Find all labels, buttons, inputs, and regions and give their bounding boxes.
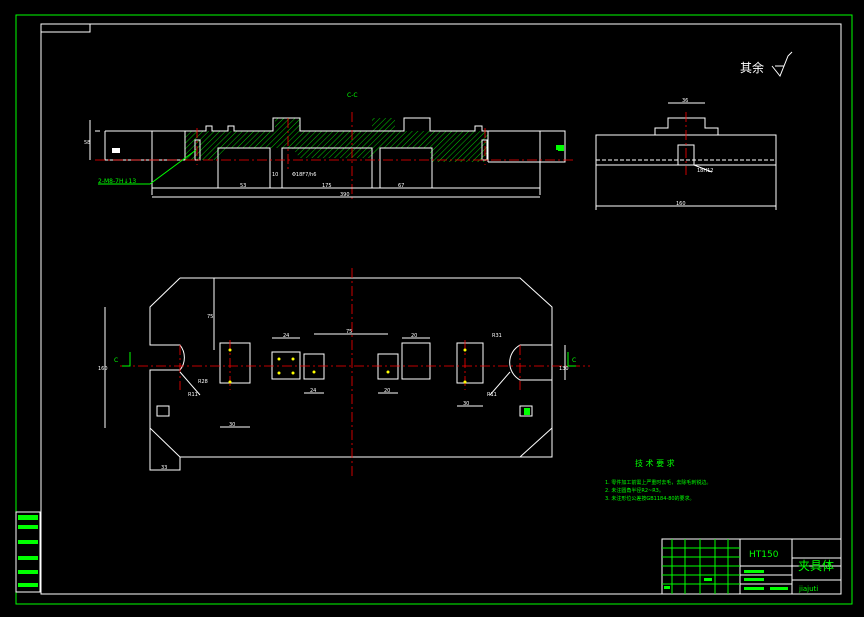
svg-text:24: 24 xyxy=(310,388,316,394)
svg-text:160: 160 xyxy=(676,201,686,207)
svg-text:30: 30 xyxy=(229,422,235,428)
outer-border xyxy=(15,14,853,605)
title-block xyxy=(661,538,842,595)
svg-text:33: 33 xyxy=(161,465,167,471)
svg-text:Φ18F7/h6: Φ18F7/h6 xyxy=(292,172,316,178)
tech-req-item-1: 1. 零件加工前需上严重时去毛，去除毛刺锐边。 xyxy=(605,479,711,486)
svg-text:R31: R31 xyxy=(492,333,502,339)
hole-callout-leader xyxy=(98,149,197,185)
svg-text:R28: R28 xyxy=(198,379,208,385)
svg-text:C: C xyxy=(114,357,118,364)
left-margin-strip xyxy=(15,511,41,593)
svg-text:75: 75 xyxy=(207,314,213,320)
svg-text:18H12: 18H12 xyxy=(697,168,713,174)
front-dimensions: 390 53 175 67 10 Φ18F7/h6 58 xyxy=(84,120,540,198)
svg-text:58: 58 xyxy=(84,140,90,146)
svg-text:53: 53 xyxy=(240,183,246,189)
roughness-note: 其余 xyxy=(740,60,764,75)
section-marker-right: C xyxy=(567,352,576,367)
part-name: 夹具体 xyxy=(798,559,834,573)
tech-req-item-3: 3. 未注形位公差按GB1184-80的要求。 xyxy=(605,495,695,502)
svg-text:130: 130 xyxy=(559,366,569,372)
plan-dimensions: 160 130 75 24 75 20 24 20 30 30 33 R28 R… xyxy=(98,278,569,471)
svg-text:75: 75 xyxy=(346,329,352,335)
svg-text:36: 36 xyxy=(682,98,688,104)
svg-text:R11: R11 xyxy=(487,392,497,398)
section-marker-left: C xyxy=(114,352,131,367)
svg-text:10: 10 xyxy=(272,172,278,178)
svg-text:30: 30 xyxy=(463,401,469,407)
svg-text:R11: R11 xyxy=(188,392,198,398)
side-view: 160 36 18H12 xyxy=(558,98,777,210)
svg-text:20: 20 xyxy=(384,388,390,394)
svg-text:67: 67 xyxy=(398,183,404,189)
material-label: HT150 xyxy=(749,550,779,560)
svg-text:20: 20 xyxy=(411,333,417,339)
roughness-symbol-icon xyxy=(771,51,793,77)
svg-text:390: 390 xyxy=(340,192,350,198)
front-section-view xyxy=(95,112,575,200)
plan-view xyxy=(120,268,590,478)
inner-border xyxy=(40,23,842,595)
tech-req-title: 技 术 要 求 xyxy=(635,458,675,468)
svg-text:24: 24 xyxy=(283,333,289,339)
hole-callout: 2-M8-7H↓13 xyxy=(98,178,136,185)
svg-text:160: 160 xyxy=(98,366,108,372)
part-code: jiajuti xyxy=(798,585,818,593)
corner-box xyxy=(40,23,91,33)
svg-text:C: C xyxy=(572,357,576,364)
svg-text:175: 175 xyxy=(322,183,332,189)
section-label: C-C xyxy=(347,92,358,99)
tech-req-item-2: 2. 未注圆角半径R2~R3。 xyxy=(605,487,664,494)
